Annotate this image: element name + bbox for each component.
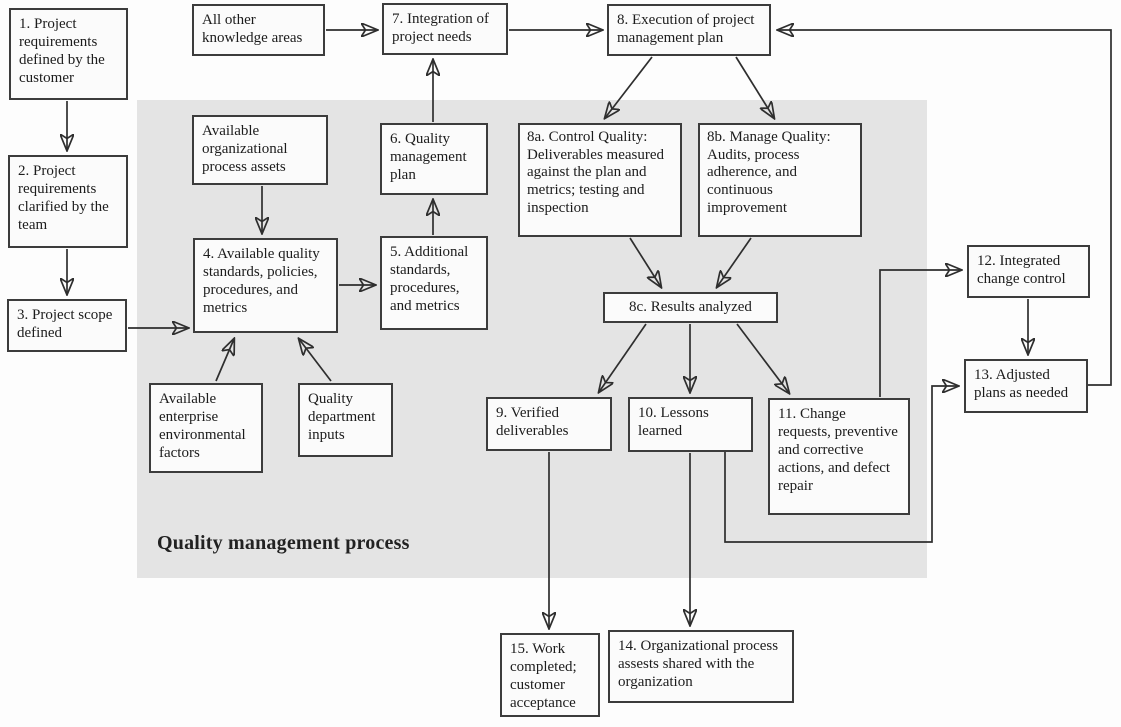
- node-14-organizational-process-assets-shared: 14. Organizational process assests share…: [608, 630, 794, 703]
- node-available-organizational-process-assets: Available organizational process assets: [192, 115, 328, 185]
- node-11-change-requests: 11. Change requests, preventive and corr…: [768, 398, 910, 515]
- node-6-quality-management-plan: 6. Quality management plan: [380, 123, 488, 195]
- node-1-project-requirements-defined: 1. Project requirements defined by the c…: [9, 8, 128, 100]
- node-2-project-requirements-clarified: 2. Project requirements clarified by the…: [8, 155, 128, 248]
- node-9-verified-deliverables: 9. Verified deliverables: [486, 397, 612, 451]
- node-8b-manage-quality: 8b. Manage Quality: Audits, process adhe…: [698, 123, 862, 237]
- node-13-adjusted-plans-as-needed: 13. Adjusted plans as needed: [964, 359, 1088, 413]
- node-available-enterprise-environmental-factors: Available enterprise environmental facto…: [149, 383, 263, 473]
- node-8c-results-analyzed: 8c. Results analyzed: [603, 292, 778, 323]
- node-12-integrated-change-control: 12. Integrated change control: [967, 245, 1090, 298]
- node-8-execution-of-project-management-plan: 8. Execution of project management plan: [607, 4, 771, 56]
- node-15-work-completed-customer-acceptance: 15. Work completed; customer acceptance: [500, 633, 600, 717]
- node-all-other-knowledge-areas: All other knowledge areas: [192, 4, 325, 56]
- node-5-additional-standards: 5. Additional standards, procedures, and…: [380, 236, 488, 330]
- node-3-project-scope-defined: 3. Project scope defined: [7, 299, 127, 352]
- node-7-integration-of-project-needs: 7. Integration of project needs: [382, 3, 508, 55]
- node-10-lessons-learned: 10. Lessons learned: [628, 397, 753, 452]
- node-quality-department-inputs: Quality department inputs: [298, 383, 393, 457]
- node-8a-control-quality: 8a. Control Quality: Deliverables measur…: [518, 123, 682, 237]
- node-4-available-quality-standards: 4. Available quality standards, policies…: [193, 238, 338, 333]
- region-title: Quality management process: [157, 532, 410, 554]
